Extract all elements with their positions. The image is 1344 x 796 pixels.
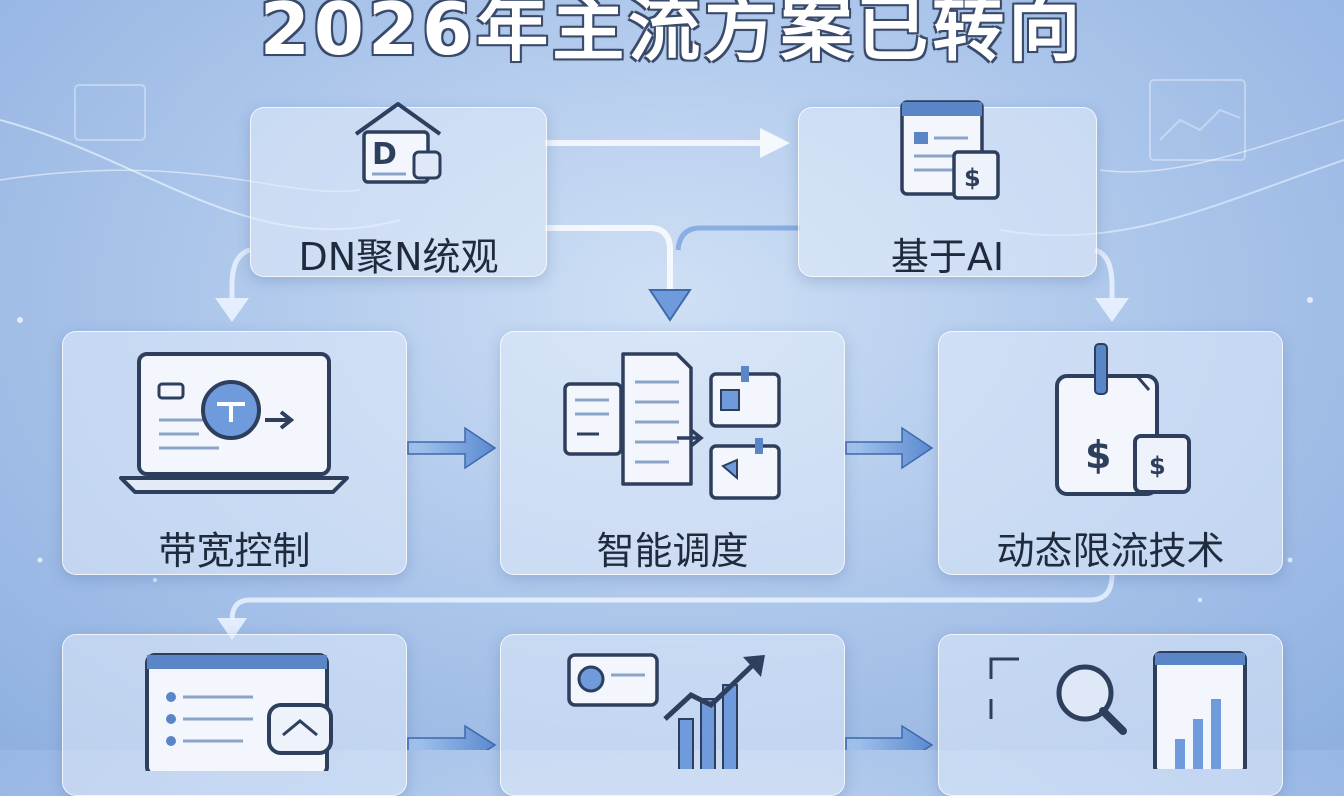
- node-bandwidth-control: 带宽控制: [62, 331, 407, 575]
- laptop-bank-icon: [145, 653, 333, 771]
- house-document-icon: D: [354, 102, 442, 184]
- scheduling-documents-icon: [563, 352, 781, 500]
- node-ai: $ 基于AI: [798, 100, 1097, 279]
- node-label: DN聚N统观: [298, 235, 499, 279]
- node-label: 动态限流技术: [996, 529, 1225, 573]
- svg-text:$: $: [1085, 433, 1111, 477]
- svg-text:$: $: [1149, 452, 1166, 480]
- node-dn-overview: D DN聚N统观: [250, 102, 547, 279]
- node-row3-left: [62, 634, 407, 796]
- analytics-search-icon: [989, 651, 1247, 769]
- node-smart-scheduling: 智能调度: [500, 331, 845, 575]
- laptop-bandwidth-icon: [119, 352, 349, 494]
- calendar-dollar-icon: $ $: [1055, 343, 1191, 496]
- growth-chart-icon: [567, 653, 765, 769]
- node-label: 智能调度: [596, 529, 749, 573]
- node-row3-right: [938, 634, 1283, 796]
- ai-document-dollar-icon: $: [900, 100, 1000, 200]
- node-row3-middle: [500, 634, 845, 796]
- svg-text:D: D: [372, 137, 397, 172]
- node-label: 带宽控制: [158, 529, 311, 573]
- node-dynamic-rate-limiting: $ $ 动态限流技术: [938, 331, 1283, 575]
- svg-text:$: $: [964, 164, 981, 192]
- page-title: 2026年主流方案已转向: [259, 0, 1085, 71]
- node-label: 基于AI: [890, 235, 1005, 279]
